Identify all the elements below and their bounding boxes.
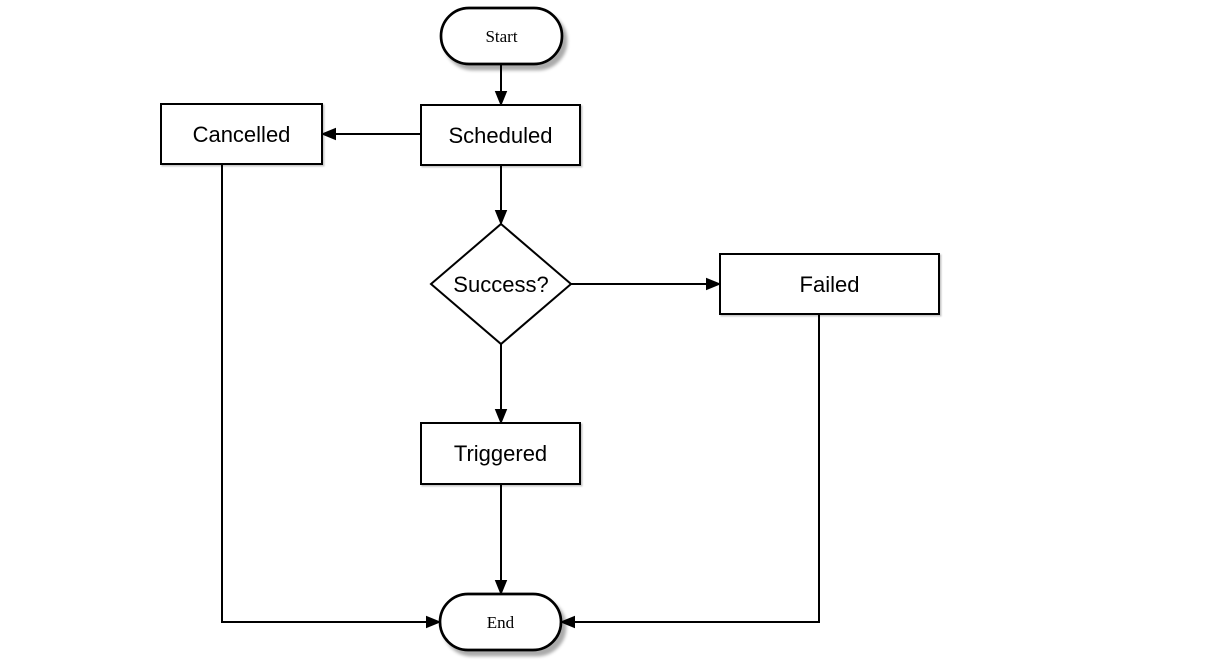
node-failed: Failed [719, 253, 940, 315]
node-end: End [438, 592, 563, 652]
connector-line [564, 314, 820, 623]
arrowhead-right-icon [426, 615, 442, 629]
edge-scheduled-success [494, 165, 508, 226]
node-failed-label: Failed [800, 272, 860, 297]
decision-shape [429, 222, 573, 346]
arrowhead-left-icon [559, 615, 575, 629]
process-shape [160, 103, 323, 165]
terminator-shape [438, 592, 563, 652]
node-cancelled: Cancelled [160, 103, 323, 165]
arrowhead-down-icon [494, 91, 508, 107]
arrowhead-left-icon [320, 127, 336, 141]
node-triggered: Triggered [420, 422, 581, 485]
node-success-label: Success? [453, 272, 548, 297]
node-end-label: End [487, 613, 515, 632]
node-triggered-label: Triggered [454, 441, 547, 466]
edge-start-scheduled [494, 64, 508, 107]
process-shape [420, 104, 581, 166]
node-start-label: Start [485, 27, 517, 46]
edge-triggered-end [494, 484, 508, 596]
connector-line [221, 164, 437, 623]
arrowhead-down-icon [494, 580, 508, 596]
arrowhead-right-icon [706, 277, 722, 291]
arrowhead-down-icon [494, 409, 508, 425]
process-shape [420, 422, 581, 485]
node-scheduled-label: Scheduled [449, 123, 553, 148]
arrowhead-down-icon [494, 210, 508, 226]
edge-success-triggered [494, 344, 508, 425]
node-scheduled: Scheduled [420, 104, 581, 166]
edge-scheduled-cancelled [320, 127, 421, 141]
terminator-shape [439, 6, 564, 66]
edge-success-failed [571, 277, 722, 291]
node-start: Start [439, 6, 564, 66]
edge-failed-end [559, 314, 820, 629]
node-success: Success? [429, 222, 573, 346]
edge-cancelled-end [221, 164, 442, 629]
process-shape [719, 253, 940, 315]
node-cancelled-label: Cancelled [193, 122, 291, 147]
